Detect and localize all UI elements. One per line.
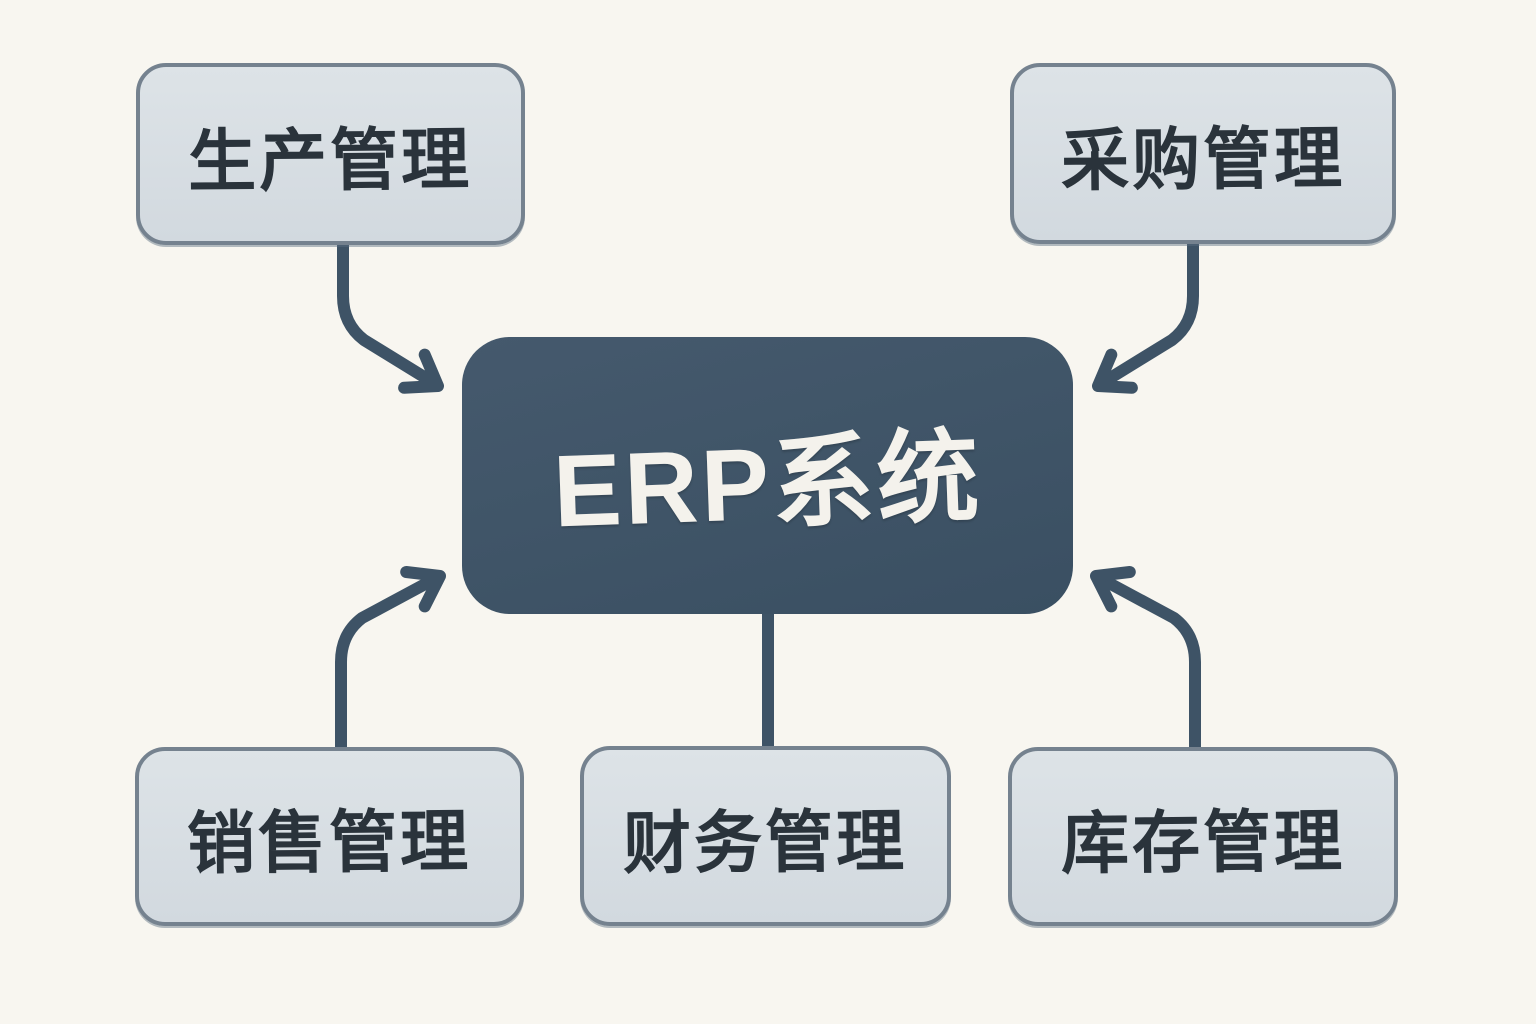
node-sales-management: 销售管理: [135, 747, 524, 926]
arrow-production-to-erp: [337, 239, 444, 394]
arrowhead-icon: [400, 566, 446, 613]
node-label: 采购管理: [1060, 120, 1346, 200]
node-erp-system: ERP系统: [462, 337, 1073, 614]
node-label: 库存管理: [1060, 803, 1346, 883]
node-production-management: 生产管理: [136, 63, 525, 245]
node-finance-management: 财务管理: [580, 746, 951, 926]
arrowhead-icon: [1092, 348, 1138, 394]
node-procurement-management: 采购管理: [1010, 63, 1396, 244]
arrowhead-icon: [398, 348, 444, 394]
node-label: 财务管理: [623, 803, 908, 882]
node-inventory-management: 库存管理: [1008, 747, 1398, 926]
arrow-inventory-to-erp: [1090, 566, 1201, 754]
node-label: 销售管理: [187, 803, 472, 883]
arrowhead-icon: [1090, 566, 1136, 613]
arrow-procurement-to-erp: [1092, 239, 1199, 394]
node-label: 生产管理: [188, 121, 473, 200]
center-node-label: ERP系统: [551, 419, 985, 549]
arrow-sales-to-erp: [335, 566, 446, 754]
arrow-shaft: [335, 576, 435, 754]
arrow-shaft: [1101, 576, 1201, 754]
arrow-shaft: [1101, 239, 1199, 386]
arrow-shaft: [337, 239, 435, 386]
